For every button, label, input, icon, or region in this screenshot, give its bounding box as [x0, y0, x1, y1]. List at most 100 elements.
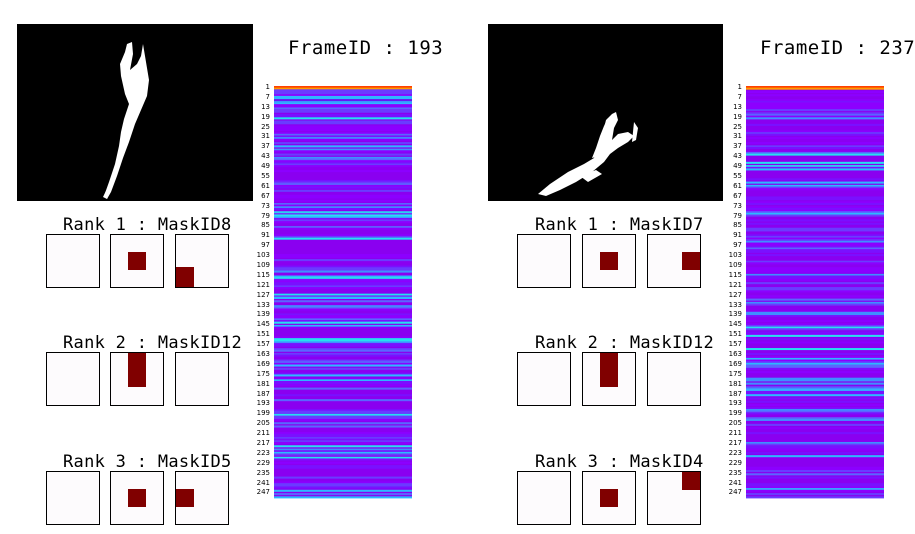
feature-heatmap — [274, 86, 412, 499]
heatmap-tick-label: 109 — [728, 260, 742, 269]
rank-2-label: Rank 2 : MaskID12 — [535, 333, 715, 353]
heatmap-tick-label: 133 — [256, 300, 270, 309]
heatmap-tick-label: 139 — [728, 310, 742, 319]
heatmap-tick-label: 85 — [261, 221, 270, 230]
heatmap-tick-label: 181 — [256, 379, 270, 388]
mask-block — [600, 353, 619, 387]
rank-3-cell-1 — [517, 471, 571, 525]
heatmap-tick-label: 121 — [728, 280, 742, 289]
rank-2-cell-1 — [517, 352, 571, 406]
heatmap-tick-label: 229 — [728, 458, 742, 467]
heatmap-tick-label: 205 — [728, 419, 742, 428]
heatmap-tick-label: 163 — [728, 349, 742, 358]
frame-id-label: FrameID : 193 — [288, 37, 444, 59]
heatmap-tick-label: 217 — [728, 438, 742, 447]
heatmap-tick-label: 199 — [256, 409, 270, 418]
heatmap-tick-label: 133 — [728, 300, 742, 309]
rank-2-cell-2 — [582, 352, 636, 406]
rank-1-cell-2 — [110, 234, 164, 288]
heatmap-tick-label: 121 — [256, 280, 270, 289]
heatmap-tick-label: 247 — [256, 488, 270, 497]
heatmap-tick-label: 127 — [256, 290, 270, 299]
rank-1-cell-3 — [175, 234, 229, 288]
heatmap-tick-label: 43 — [261, 152, 270, 161]
rank-3-label: Rank 3 : MaskID4 — [535, 452, 704, 472]
heatmap-tick-label: 175 — [728, 369, 742, 378]
heatmap-tick-label: 169 — [728, 359, 742, 368]
rank-2-cell-3 — [647, 352, 701, 406]
heatmap-tick-label: 97 — [733, 241, 742, 250]
heatmap-tick-label: 229 — [256, 458, 270, 467]
heatmap-tick-label: 19 — [261, 112, 270, 121]
rank-3-cell-3 — [175, 471, 229, 525]
mask-block — [600, 252, 619, 271]
heatmap-tick-label: 115 — [256, 270, 270, 279]
heatmap-tick-label: 157 — [256, 340, 270, 349]
heatmap-tick-label: 217 — [256, 438, 270, 447]
heatmap-tick-label: 241 — [728, 478, 742, 487]
heatmap-tick-label: 199 — [728, 409, 742, 418]
rank-1-cell-1 — [517, 234, 571, 288]
heatmap-tick-label: 13 — [733, 102, 742, 111]
heatmap-tick-label: 67 — [261, 191, 270, 200]
heatmap-tick-label: 31 — [261, 132, 270, 141]
heatmap-tick-label: 37 — [261, 142, 270, 151]
heatmap-tick-label: 7 — [265, 92, 270, 101]
rank-1-label: Rank 1 : MaskID8 — [63, 215, 232, 235]
rank-1-cell-2 — [582, 234, 636, 288]
rank-3-label: Rank 3 : MaskID5 — [63, 452, 232, 472]
heatmap-tick-label: 175 — [256, 369, 270, 378]
heatmap-tick-label: 67 — [733, 191, 742, 200]
heatmap-tick-label: 103 — [256, 251, 270, 260]
heatmap-tick-label: 151 — [256, 330, 270, 339]
rank-2-cell-2 — [110, 352, 164, 406]
rank-1-cell-1 — [46, 234, 100, 288]
heatmap-tick-label: 127 — [728, 290, 742, 299]
heatmap-tick-label: 109 — [256, 260, 270, 269]
heatmap-tick-label: 1 — [737, 83, 742, 91]
rank-3-cell-2 — [582, 471, 636, 525]
heatmap-tick-label: 19 — [733, 112, 742, 121]
panel-frame-237: FrameID : 237 Rank 1 : MaskID7 Rank 2 : … — [449, 0, 915, 534]
heatmap-tick-label: 37 — [733, 142, 742, 151]
feature-heatmap — [746, 86, 884, 499]
heatmap-tick-label: 145 — [728, 320, 742, 329]
heatmap-tick-label: 25 — [261, 122, 270, 131]
heatmap-tick-label: 181 — [728, 379, 742, 388]
rank-1-cell-3 — [647, 234, 701, 288]
heatmap-tick-label: 79 — [733, 211, 742, 220]
heatmap-tick-label: 193 — [256, 399, 270, 408]
heatmap-tick-label: 91 — [733, 231, 742, 240]
mask-block — [681, 252, 700, 271]
panel-frame-193: FrameID : 193 Rank 1 : MaskID8 Rank 2 : … — [0, 0, 448, 534]
heatmap-tick-label: 79 — [261, 211, 270, 220]
heatmap-tick-label: 235 — [256, 468, 270, 477]
heatmap-tick-label: 13 — [261, 102, 270, 111]
heatmap-tick-label: 139 — [256, 310, 270, 319]
heatmap-tick-label: 163 — [256, 349, 270, 358]
heatmap-tick-label: 61 — [733, 181, 742, 190]
heatmap-tick-label: 97 — [261, 241, 270, 250]
heatmap-tick-label: 61 — [261, 181, 270, 190]
mask-block — [128, 252, 147, 271]
heatmap-tick-label: 103 — [728, 251, 742, 260]
heatmap-tick-label: 25 — [733, 122, 742, 131]
mask-block — [600, 489, 619, 508]
heatmap-tick-label: 241 — [256, 478, 270, 487]
hand-mask-image — [17, 24, 253, 201]
hand-mask-image — [488, 24, 723, 201]
mask-block — [128, 489, 147, 508]
heatmap-tick-label: 211 — [728, 429, 742, 438]
rank-2-cell-1 — [46, 352, 100, 406]
heatmap-tick-label: 43 — [733, 152, 742, 161]
heatmap-tick-label: 7 — [737, 92, 742, 101]
heatmap-tick-label: 1 — [265, 83, 270, 91]
mask-block — [176, 489, 195, 508]
heatmap-tick-label: 55 — [733, 171, 742, 180]
heatmap-tick-label: 115 — [728, 270, 742, 279]
frame-id-label: FrameID : 237 — [760, 37, 915, 59]
mask-block — [681, 472, 700, 491]
heatmap-tick-label: 247 — [728, 488, 742, 497]
